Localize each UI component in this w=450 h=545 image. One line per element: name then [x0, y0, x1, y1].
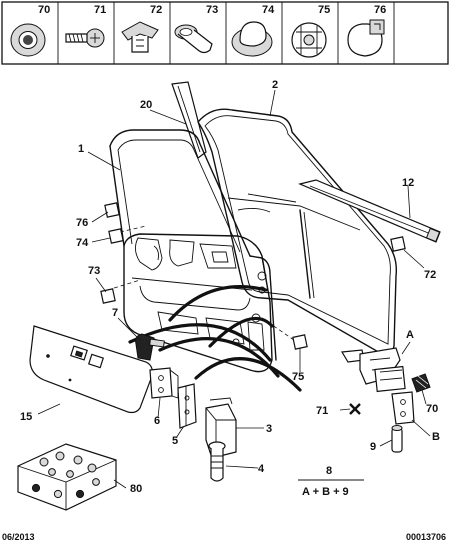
hinge-bracket-6	[149, 367, 179, 399]
ref-72-label: 72	[150, 4, 162, 16]
wire-harness	[128, 285, 302, 392]
hinge-assembly-a	[340, 347, 406, 393]
footer-date: 06/2013	[2, 532, 35, 542]
footer-reference: 00013706	[405, 532, 446, 542]
cross-cap-icon	[291, 22, 327, 58]
callout-7: 7	[112, 307, 118, 319]
removal-mark-71	[349, 403, 361, 415]
dome-cap-icon	[347, 19, 385, 57]
callout-74: 74	[76, 237, 89, 249]
ref-73-label: 73	[206, 4, 218, 16]
callout-73: 73	[88, 265, 100, 277]
hinge-pin-4	[208, 441, 226, 482]
belt-strip-12	[298, 179, 441, 243]
callout-6: 6	[154, 415, 160, 427]
callout-75: 75	[292, 371, 304, 383]
ref-74-label: 74	[262, 4, 275, 16]
formula-text: A + B + 9	[302, 486, 349, 498]
callout-70: 70	[426, 403, 438, 415]
pad-74	[108, 228, 124, 244]
pad-75	[292, 334, 308, 350]
leader-lines	[37, 89, 431, 489]
pad-72	[390, 236, 406, 252]
round-plug-icon	[231, 21, 273, 57]
door-shell-1	[109, 129, 295, 373]
callout-12: 12	[402, 177, 414, 189]
callout-4: 4	[258, 463, 265, 475]
callout-80: 80	[130, 483, 142, 495]
plug-icon	[174, 24, 213, 54]
callout-76: 76	[76, 217, 88, 229]
hinge-pin-9	[391, 425, 403, 453]
hinge-half-5	[177, 383, 197, 429]
callout-B: B	[432, 431, 440, 443]
callout-1: 1	[78, 143, 84, 155]
callout-5: 5	[172, 435, 178, 447]
callout-15: 15	[20, 411, 32, 423]
callout-A: A	[406, 329, 414, 341]
black-pad-70	[411, 373, 431, 393]
ref-71-label: 71	[94, 4, 106, 16]
clip-icon	[121, 21, 159, 53]
callout-3: 3	[266, 423, 272, 435]
pad-76	[104, 202, 120, 218]
door-stop-7	[135, 333, 165, 361]
callout-numbers: 20 2 1 12 76 74 73 72 7 A 75 70 71 15 6 …	[20, 79, 440, 495]
assembly-formula: A + B + 9	[298, 479, 364, 498]
callout-71: 71	[316, 405, 328, 417]
screw-icon	[65, 28, 105, 48]
callout-9: 9	[370, 441, 376, 453]
hinge-assembly-b	[391, 391, 415, 425]
pad-73	[100, 288, 116, 304]
grommet-icon	[10, 23, 46, 57]
callout-72: 72	[424, 269, 436, 281]
ref-75-label: 75	[318, 4, 330, 16]
ref-76-label: 76	[374, 4, 386, 16]
callout-8: 8	[326, 465, 332, 477]
ref-70-label: 70	[38, 4, 50, 16]
header-parts-strip: 70 71 72 73 74 75 76	[1, 1, 449, 65]
trim-plate-15	[29, 325, 153, 414]
door-seal-2	[197, 108, 398, 356]
callout-20: 20	[140, 99, 152, 111]
callout-2: 2	[272, 79, 278, 91]
fastener-box-80	[17, 443, 117, 511]
